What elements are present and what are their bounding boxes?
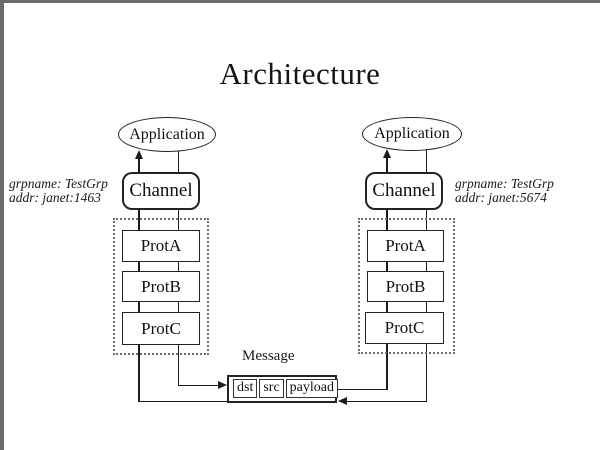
protocol-label: ProtA bbox=[140, 236, 182, 255]
connector-message-return-left bbox=[138, 400, 228, 402]
connector-stack-down-right bbox=[425, 209, 428, 402]
message-box: dst src payload bbox=[227, 375, 338, 403]
connector-app-to-channel-right bbox=[425, 148, 428, 173]
endpoint-annotation-left: grpname: TestGrp addr: janet:1463 bbox=[9, 177, 108, 205]
endpoint-annotation-right: grpname: TestGrp addr: janet:5674 bbox=[455, 177, 554, 205]
protocol-label: ProtB bbox=[141, 276, 181, 296]
annotation-addr-right: addr: janet:5674 bbox=[455, 190, 547, 205]
message-field-src: src bbox=[259, 379, 284, 398]
stack-boundary-right bbox=[358, 218, 455, 354]
frame-edge-left bbox=[0, 0, 4, 450]
slide-title: Architecture bbox=[219, 56, 381, 91]
protocol-label: ProtC bbox=[141, 318, 181, 338]
arrowhead-into-message-right bbox=[338, 397, 347, 405]
arrowhead-up-left bbox=[134, 150, 143, 159]
protocol-label: ProtC bbox=[384, 318, 425, 337]
application-node-right: Application bbox=[362, 117, 462, 151]
frame-edge-top bbox=[0, 0, 600, 3]
protocol-box-prota-left: ProtA bbox=[122, 230, 200, 262]
protocol-box-protc-right: ProtC bbox=[365, 312, 444, 344]
annotation-grpname-left: grpname: TestGrp bbox=[9, 176, 108, 191]
stack-boundary-left bbox=[113, 218, 209, 355]
protocol-box-protb-right: ProtB bbox=[367, 271, 444, 302]
annotation-grpname-right: grpname: TestGrp bbox=[455, 176, 554, 191]
connector-channel-to-app-right bbox=[386, 157, 388, 172]
connector-message-send-right bbox=[347, 400, 427, 403]
protocol-box-prota-right: ProtA bbox=[367, 230, 444, 262]
annotation-addr-left: addr: janet:1463 bbox=[9, 190, 101, 205]
message-label: Message bbox=[242, 348, 295, 364]
message-field-payload: payload bbox=[285, 379, 338, 398]
protocol-label: ProtA bbox=[385, 236, 426, 255]
application-label-left: Application bbox=[129, 125, 205, 143]
channel-node-right: Channel bbox=[365, 172, 443, 210]
application-node-left: Application bbox=[118, 117, 216, 152]
connector-app-to-channel-left bbox=[177, 149, 180, 173]
connector-message-return-right bbox=[337, 388, 388, 390]
connector-channel-to-app-left bbox=[138, 158, 140, 173]
protocol-box-protc-left: ProtC bbox=[122, 312, 200, 345]
channel-label-left: Channel bbox=[129, 180, 193, 201]
connector-message-send-left bbox=[177, 384, 219, 387]
channel-label-right: Channel bbox=[372, 180, 436, 201]
arrowhead-up-right bbox=[382, 149, 391, 158]
connector-stack-up-left bbox=[138, 209, 140, 402]
arrowhead-into-message-left bbox=[218, 381, 227, 389]
message-field-dst: dst bbox=[233, 379, 258, 398]
channel-node-left: Channel bbox=[122, 172, 200, 210]
protocol-label: ProtB bbox=[385, 276, 426, 296]
protocol-box-protb-left: ProtB bbox=[122, 271, 200, 302]
application-label-right: Application bbox=[374, 125, 450, 142]
